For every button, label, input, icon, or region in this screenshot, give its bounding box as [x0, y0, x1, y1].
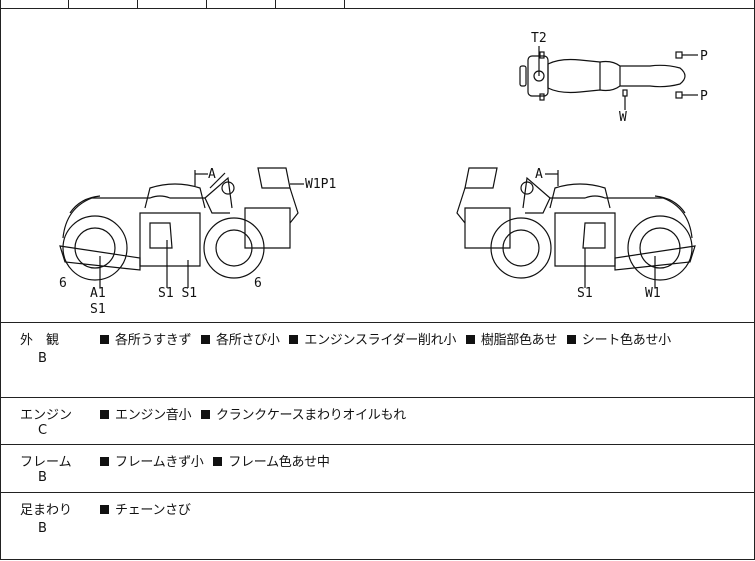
label-left-w1p1: W1P1 — [305, 177, 336, 192]
bullet-square-icon — [289, 335, 299, 344]
list-item: クランクケースまわりオイルもれ — [216, 408, 406, 423]
label-left-6-rear: 6 — [254, 276, 262, 291]
bullet-square-icon — [566, 335, 576, 344]
grade-label: B — [38, 470, 47, 485]
item-list: フレームきず小 フレーム色あせ中 — [100, 451, 336, 470]
label-top-p-upper: P — [700, 49, 708, 64]
bullet-square-icon — [100, 457, 109, 466]
left-side-motorcycle — [59, 167, 299, 281]
label-left-a1: A1 — [90, 286, 106, 301]
damage-diagram: T2 P P W A W1P1 6 A1 S1 S1 S1 6 A S1 W1 — [0, 8, 755, 322]
list-item: 各所うすきず — [115, 333, 192, 348]
grade-label: B — [38, 521, 47, 536]
category-label: フレーム — [20, 455, 72, 470]
right-side-motorcycle — [456, 167, 696, 281]
label-right-s1: S1 — [577, 286, 593, 301]
bullet-square-icon — [100, 335, 109, 344]
row-exterior: 外 観 B 各所うすきず 各所さび小 エンジンスライダー削れ小 樹脂部色あせ シ… — [0, 322, 755, 398]
row-engine: エンジン C エンジン音小 クランクケースまわりオイルもれ — [0, 397, 755, 445]
row-suspension: 足まわり B チェーンさび — [0, 492, 755, 561]
bullet-square-icon — [213, 457, 223, 466]
label-top-w: W — [619, 110, 627, 125]
label-top-t2: T2 — [531, 31, 547, 46]
label-right-w1: W1 — [645, 286, 661, 301]
grade-label: C — [38, 423, 48, 438]
bullet-square-icon — [201, 410, 211, 419]
category-label: エンジン — [20, 408, 73, 423]
list-item: シート色あせ小 — [581, 333, 671, 348]
bullet-square-icon — [100, 410, 109, 419]
bullet-square-icon — [100, 505, 109, 514]
motorcycle-diagram: T2 P P W A W1P1 6 A1 S1 S1 S1 6 A S1 W1 — [59, 31, 708, 317]
label-left-a: A — [208, 167, 216, 182]
bullet-square-icon — [465, 335, 475, 344]
category-label: 足まわり — [20, 503, 73, 518]
row-frame: フレーム B フレームきず小 フレーム色あせ中 — [0, 444, 755, 493]
bullet-square-icon — [201, 335, 211, 344]
list-item: フレームきず小 — [115, 455, 204, 470]
list-item: フレーム色あせ中 — [228, 455, 330, 470]
label-left-6-front: 6 — [59, 276, 67, 291]
list-item: 各所さび小 — [216, 333, 280, 348]
top-table-strip — [0, 0, 755, 9]
item-list: 各所うすきず 各所さび小 エンジンスライダー削れ小 樹脂部色あせ シート色あせ小 — [100, 329, 677, 348]
label-left-s1s1: S1 S1 — [158, 286, 197, 301]
label-right-a: A — [535, 167, 543, 182]
grade-label: B — [38, 351, 47, 366]
item-list: エンジン音小 クランクケースまわりオイルもれ — [100, 404, 412, 423]
label-top-p-lower: P — [700, 89, 708, 104]
list-item: エンジン音小 — [115, 408, 192, 423]
item-list: チェーンさび — [100, 499, 197, 518]
list-item: エンジンスライダー削れ小 — [304, 333, 457, 348]
list-item: 樹脂部色あせ — [480, 333, 558, 348]
list-item: チェーンさび — [115, 503, 191, 518]
label-left-s1: S1 — [90, 302, 106, 317]
category-label: 外 観 — [20, 333, 60, 348]
